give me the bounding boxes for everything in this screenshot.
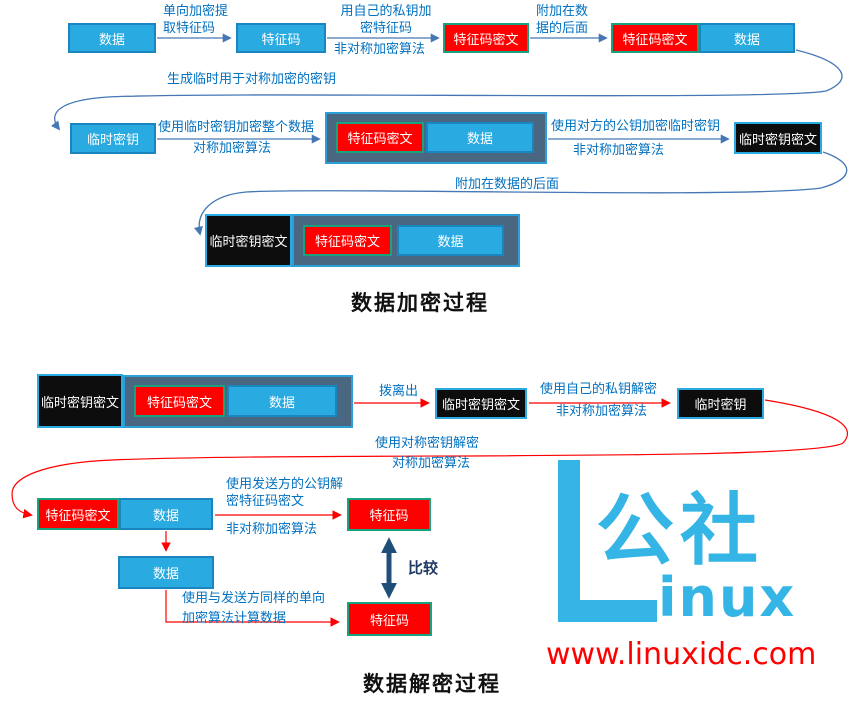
label-sym-decrypt: 使用对称密钥解密 bbox=[375, 436, 480, 451]
dec-data-box-2: 数据 bbox=[119, 498, 213, 530]
label-sym-algo-1: 对称加密算法 bbox=[193, 141, 272, 156]
dec-data-box-1: 数据 bbox=[227, 385, 337, 417]
label-sym-algo-2: 对称加密算法 bbox=[392, 456, 471, 471]
enc-data-box-3: 数据 bbox=[426, 122, 534, 153]
dec-sig-cipher-box-2: 特征码密文 bbox=[37, 498, 119, 530]
enc-temp-key-cipher-box-1: 临时密钥密文 bbox=[734, 122, 822, 154]
enc-temp-key-box: 临时密钥 bbox=[70, 123, 156, 154]
enc-data-box-1: 数据 bbox=[68, 23, 156, 53]
label-asym-algo-3: 非对称加密算法 bbox=[556, 404, 648, 419]
enc-sig-cipher-box-3: 特征码密文 bbox=[336, 122, 424, 153]
label-privkey-decrypt: 使用自己的私钥解密 bbox=[540, 382, 658, 397]
watermark-l-vertical bbox=[558, 460, 580, 622]
watermark-url: www.linuxidc.com bbox=[546, 637, 817, 672]
label-append-2: 附加在数据的后面 bbox=[455, 177, 560, 192]
enc-sig-cipher-box-4: 特征码密文 bbox=[303, 225, 392, 256]
enc-sig-cipher-box-2: 特征码密文 bbox=[611, 23, 699, 53]
label-hash-2: 加密算法计算数据 bbox=[182, 611, 287, 626]
decryption-title: 数据解密过程 bbox=[363, 672, 501, 696]
dec-temp-key-cipher-box-2: 临时密钥密文 bbox=[435, 388, 527, 419]
label-pubkey-decrypt-2: 密特征码密文 bbox=[226, 494, 305, 509]
label-strip-out: 拨离出 bbox=[379, 384, 419, 399]
label-compare: 比较 bbox=[408, 559, 439, 577]
label-line: 据的后面 bbox=[536, 21, 589, 36]
label-generate-temp-key: 生成临时用于对称加密的密钥 bbox=[167, 72, 337, 87]
label-privkey-encrypt: 用自己的私钥加 密特征码 bbox=[331, 3, 441, 37]
label-asym-algo-4: 非对称加密算法 bbox=[226, 522, 318, 537]
label-oneway-extract: 单向加密提 取特征码 bbox=[163, 3, 228, 37]
label-line: 用自己的私钥加 bbox=[340, 4, 432, 19]
label-line: 取特征码 bbox=[163, 21, 216, 36]
dec-sig-cipher-box-1: 特征码密文 bbox=[134, 385, 225, 417]
enc-signature-box: 特征码 bbox=[236, 23, 326, 53]
watermark-logo-cn: 公社 bbox=[596, 486, 765, 576]
label-asym-algo-1: 非对称加密算法 bbox=[334, 42, 426, 57]
label-pubkey-encrypt-key: 使用对方的公钥加密临时密钥 bbox=[551, 119, 721, 134]
label-asym-algo-2: 非对称加密算法 bbox=[573, 143, 665, 158]
label-line: 单向加密提 bbox=[163, 4, 229, 19]
enc-data-box-4: 数据 bbox=[397, 225, 504, 256]
encryption-title: 数据加密过程 bbox=[351, 291, 489, 315]
enc-temp-key-cipher-box-2: 临时密钥密文 bbox=[205, 214, 292, 267]
label-sym-encrypt: 使用临时密钥加密整个数据 bbox=[158, 120, 315, 135]
label-pubkey-decrypt-1: 使用发送方的公钥解 bbox=[226, 477, 344, 492]
watermark-logo-en: inux bbox=[658, 566, 797, 629]
enc-sig-cipher-box-1: 特征码密文 bbox=[443, 23, 529, 53]
dec-signature-box-2: 特征码 bbox=[347, 602, 432, 636]
dec-temp-key-cipher-box-1: 临时密钥密文 bbox=[37, 374, 123, 428]
enc-data-box-2: 数据 bbox=[699, 23, 795, 53]
dec-signature-box-1: 特征码 bbox=[347, 498, 431, 531]
label-line: 附加在数 bbox=[536, 4, 589, 19]
dec-data-box-3: 数据 bbox=[118, 556, 214, 589]
watermark-l-horizontal bbox=[558, 600, 657, 622]
label-append-1: 附加在数 据的后面 bbox=[536, 3, 588, 37]
dec-temp-key-box: 临时密钥 bbox=[677, 388, 764, 419]
label-line: 密特征码 bbox=[359, 21, 412, 36]
label-hash-1: 使用与发送方同样的单向 bbox=[182, 591, 326, 606]
